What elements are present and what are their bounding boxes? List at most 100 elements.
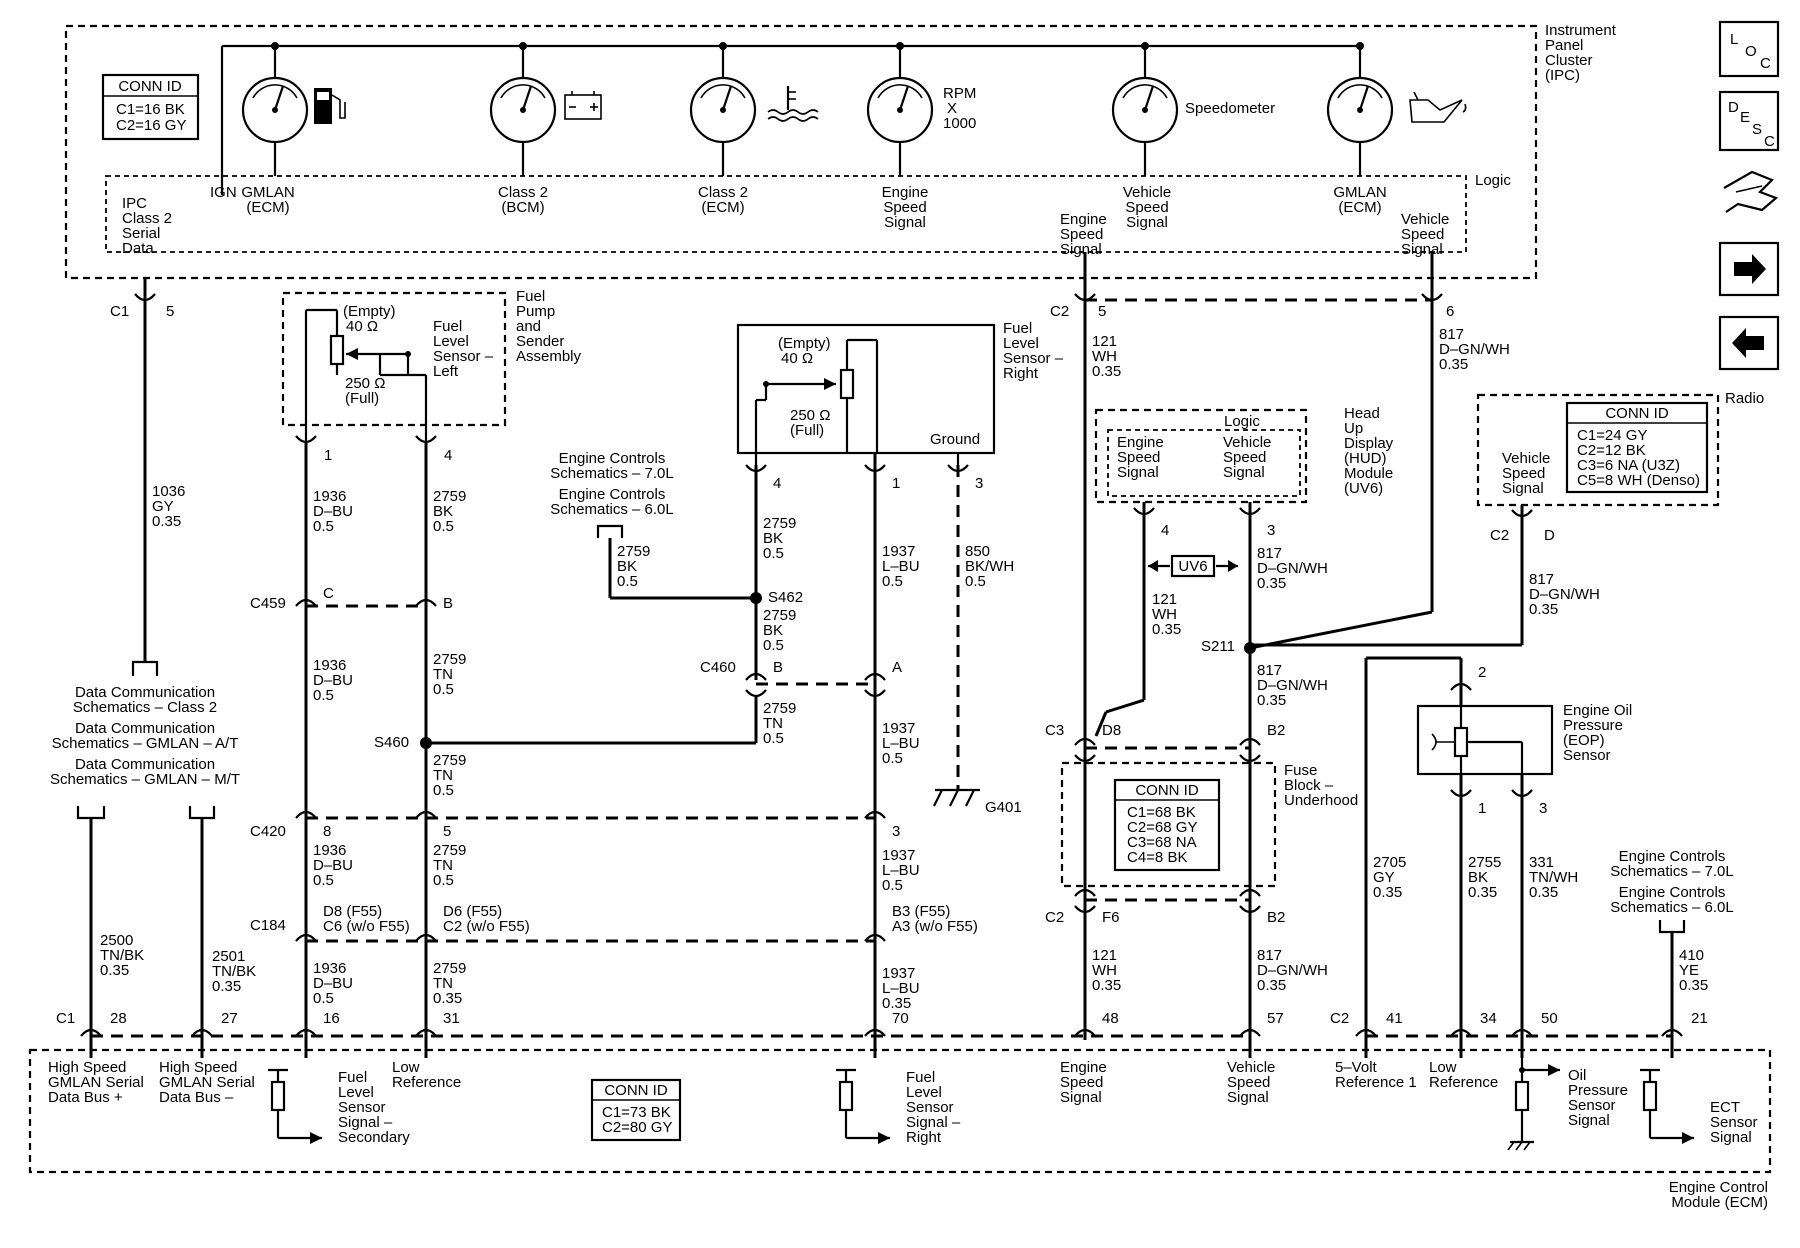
svg-text:D–GN/WH: D–GN/WH [1439, 341, 1510, 358]
ipc-vehicle-speed-out-b: Speed [1401, 226, 1444, 243]
fuse-block-underhood: Fuse Block – Underhood CONN ID C1=68 BK … [1060, 761, 1358, 888]
ipc-conn-id-row-1: C1=16 BK [116, 101, 185, 118]
svg-text:817: 817 [1439, 326, 1464, 343]
svg-text:0.35: 0.35 [1679, 977, 1708, 994]
svg-text:Fuse: Fuse [1284, 762, 1317, 779]
svg-text:Engine Oil: Engine Oil [1563, 702, 1632, 719]
svg-text:D–BU: D–BU [313, 672, 353, 689]
fuel-pump-assembly: Fuel Pump and Sender Assembly Fuel Level… [281, 288, 582, 442]
svg-text:C460: C460 [700, 659, 736, 676]
svg-text:GY: GY [1373, 869, 1395, 886]
svg-text:B3 (F55): B3 (F55) [892, 903, 950, 920]
svg-text:O: O [1745, 43, 1757, 60]
svg-text:D–GN/WH: D–GN/WH [1257, 560, 1328, 577]
svg-text:817: 817 [1257, 545, 1282, 562]
ipc-vehicle-speed-in-a: Vehicle [1123, 184, 1171, 201]
ipc-class2-serial-b: Class 2 [122, 210, 172, 227]
svg-text:Sensor: Sensor [1710, 1114, 1758, 1131]
svg-text:TN/WH: TN/WH [1529, 869, 1578, 886]
svg-text:Signal: Signal [1223, 464, 1265, 481]
svg-text:3: 3 [1267, 522, 1275, 539]
svg-text:0.5: 0.5 [763, 545, 784, 562]
svg-text:0.35: 0.35 [212, 978, 241, 995]
svg-text:C459: C459 [250, 595, 286, 612]
svg-text:(EOP): (EOP) [1563, 732, 1605, 749]
svg-text:Right: Right [906, 1129, 942, 1146]
svg-text:4: 4 [773, 475, 781, 492]
svg-text:L: L [1730, 31, 1738, 48]
previous-arrow-icon[interactable] [1718, 315, 1780, 371]
svg-text:250 Ω: 250 Ω [345, 375, 385, 392]
ecm-fuel-secondary-resistor [268, 1068, 322, 1144]
svg-text:Vehicle: Vehicle [1223, 434, 1271, 451]
gauge-fuel [241, 42, 346, 176]
svg-text:Ground: Ground [930, 431, 980, 448]
svg-text:31: 31 [443, 1010, 460, 1027]
hud-module: Logic Head Up Display (HUD) Module (UV6)… [1094, 405, 1394, 504]
svg-text:2759: 2759 [433, 651, 466, 668]
ipc-title-3: Cluster [1545, 52, 1593, 69]
svg-text:1: 1 [1478, 800, 1486, 817]
svg-text:C1: C1 [56, 1010, 75, 1027]
gauge-speedometer: Speedometer [1111, 42, 1275, 176]
svg-text:Up: Up [1344, 420, 1363, 437]
ipc-vehicle-speed-in-b: Speed [1125, 199, 1168, 216]
svg-text:TN: TN [433, 666, 453, 683]
loc-icon[interactable]: L O C [1718, 20, 1780, 78]
ipc-engine-speed-in-c: Signal [884, 214, 926, 231]
svg-text:C2=68 GY: C2=68 GY [1127, 819, 1197, 836]
svg-text:(Empty): (Empty) [343, 303, 396, 320]
svg-text:Low: Low [392, 1059, 420, 1076]
svg-text:CONN ID: CONN ID [1135, 782, 1199, 799]
svg-text:L–BU: L–BU [882, 980, 920, 997]
ipc-class2-bcm-a: Class 2 [498, 184, 548, 201]
svg-text:S462: S462 [768, 589, 803, 606]
svg-text:2759: 2759 [763, 607, 796, 624]
svg-text:2759: 2759 [433, 960, 466, 977]
svg-text:410: 410 [1679, 947, 1704, 964]
svg-text:817: 817 [1257, 662, 1282, 679]
ipc-module: Instrument Panel Cluster (IPC) Logic CON… [64, 22, 1617, 280]
svg-text:2759: 2759 [763, 700, 796, 717]
svg-text:GMLAN Serial: GMLAN Serial [159, 1074, 255, 1091]
svg-text:Fuel: Fuel [433, 318, 462, 335]
speedometer-label: Speedometer [1185, 100, 1275, 117]
svg-text:TN/BK: TN/BK [212, 963, 256, 980]
svg-text:F6: F6 [1102, 909, 1120, 926]
svg-text:BK: BK [1468, 869, 1488, 886]
svg-text:Level: Level [1003, 335, 1039, 352]
rpm-label-2: X [947, 100, 957, 117]
svg-text:D–GN/WH: D–GN/WH [1257, 962, 1328, 979]
ipc-input-labels: IGN GMLAN (ECM) Class 2 (BCM) Class 2 (E… [122, 184, 1449, 258]
harness-icon[interactable] [1723, 170, 1779, 213]
svg-text:C5=8 WH (Denso): C5=8 WH (Denso) [1577, 472, 1700, 489]
svg-text:C3=68 NA: C3=68 NA [1127, 834, 1197, 851]
svg-text:0.35: 0.35 [1529, 601, 1558, 618]
svg-text:0.35: 0.35 [433, 990, 462, 1007]
svg-text:S460: S460 [374, 734, 409, 751]
gauge-coolant [689, 42, 819, 176]
svg-text:Vehicle: Vehicle [1502, 450, 1550, 467]
rpm-label-3: 1000 [943, 115, 976, 132]
svg-text:C2 (w/o F55): C2 (w/o F55) [443, 918, 530, 935]
gauge-tachometer: RPM X 1000 [866, 42, 976, 176]
svg-text:Reference: Reference [392, 1074, 461, 1091]
gauge-voltage [489, 42, 602, 176]
gauge-oil [1326, 42, 1467, 176]
svg-text:8: 8 [323, 823, 331, 840]
svg-text:1937: 1937 [882, 965, 915, 982]
ipc-title-2: Panel [1545, 37, 1583, 54]
svg-text:D–GN/WH: D–GN/WH [1529, 586, 1600, 603]
ipc-engine-speed-in-b: Speed [883, 199, 926, 216]
desc-icon[interactable]: D E S C [1718, 90, 1780, 152]
svg-text:Sensor: Sensor [1563, 747, 1611, 764]
svg-text:1: 1 [892, 475, 900, 492]
svg-text:0.35: 0.35 [1529, 884, 1558, 901]
next-arrow-icon[interactable] [1718, 241, 1780, 297]
svg-text:TN: TN [433, 857, 453, 874]
svg-text:and: and [516, 318, 541, 335]
svg-text:27: 27 [221, 1010, 238, 1027]
svg-text:1036: 1036 [152, 483, 185, 500]
svg-text:C420: C420 [250, 823, 286, 840]
svg-text:Signal: Signal [1227, 1089, 1269, 1106]
